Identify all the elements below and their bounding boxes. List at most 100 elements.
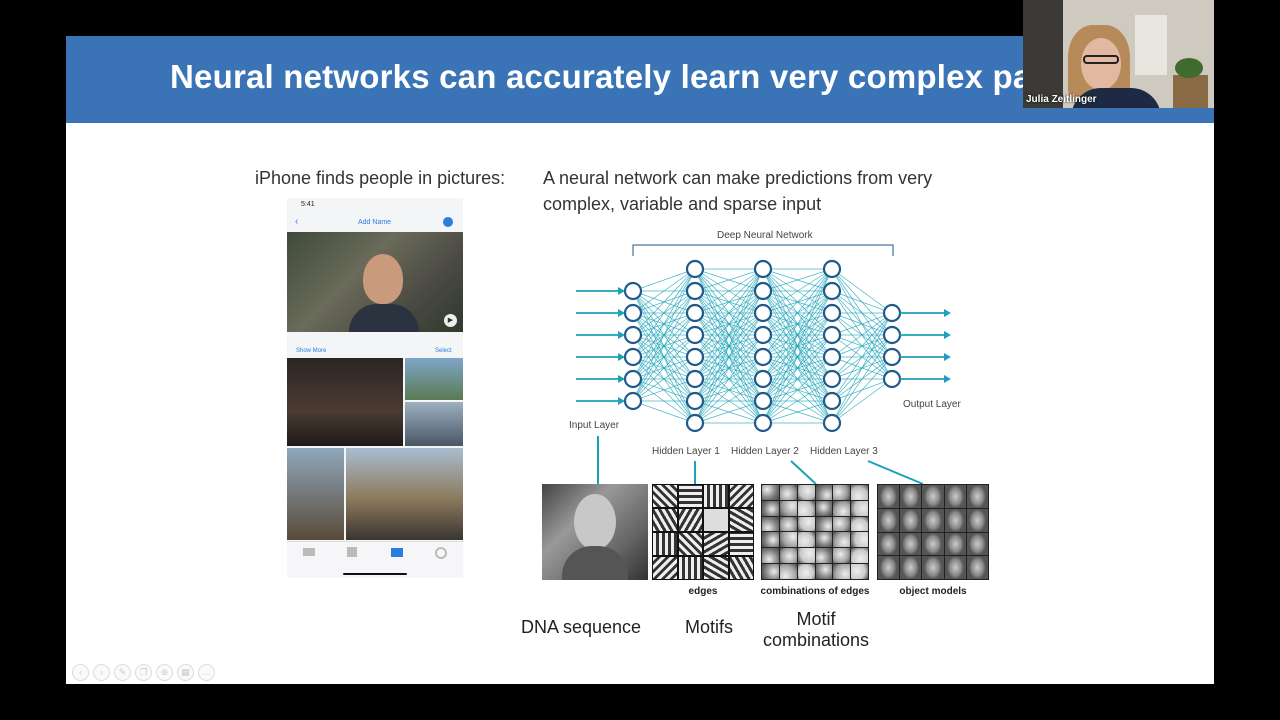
connection [762,268,833,292]
face-model-tile [900,508,922,532]
connection [831,312,893,336]
neuron-node [623,281,643,301]
combination-tile [833,500,851,516]
connection [831,356,893,424]
neuron-node [882,347,902,367]
combination-tile [815,516,833,532]
combination-tile [833,548,851,564]
iphone-screenshot: 5:41 ‹ Add Name ▶ Show More Select [287,198,463,578]
connection [694,312,764,424]
background-doorway [1023,0,1063,108]
edge-filter-tile [729,557,753,579]
grid-icon[interactable]: ▦ [177,664,194,681]
neuron-node [685,325,705,345]
hidden2-connector [790,460,817,485]
network-bracket [632,244,894,256]
motif-combinations-line1: Motif [796,609,836,629]
photo-small-2 [405,402,463,446]
motif-combinations-line2: combinations [762,630,870,650]
output-layer-label: Output Layer [903,399,961,410]
face-model-tile [944,556,966,579]
connection [694,268,764,336]
motifs-label: Motifs [684,617,733,637]
connection [632,268,696,336]
neuron-node [685,281,705,301]
connection [762,290,833,424]
pen-icon[interactable]: ✎ [114,664,131,681]
combination-tile [851,548,868,564]
combination-tile [833,532,851,548]
combination-tile [851,485,868,500]
connection [762,312,833,424]
input-arrowhead [618,397,625,405]
face-model-tile [900,532,922,556]
face-model-tile [922,485,944,508]
neuron-node [623,369,643,389]
connection [694,290,764,424]
connection [762,334,833,424]
connection [831,334,893,424]
output-arrowhead [944,353,951,361]
combination-tile [762,516,779,532]
connection [694,378,764,424]
forward-icon[interactable]: › [93,664,110,681]
face-model-tile [922,508,944,532]
edge-filter-tile [653,509,677,531]
connection [694,268,764,424]
output-arrowhead [944,331,951,339]
connection [762,400,833,424]
combination-tile [815,532,833,548]
more-icon[interactable]: … [198,664,215,681]
neuron-node [685,391,705,411]
featured-photo: ▶ [287,232,463,332]
neuron-node [623,347,643,367]
combination-tile [779,564,797,579]
combination-tile [762,485,779,500]
connection [694,268,764,292]
combination-tile [797,532,815,548]
photo-small-1 [405,358,463,400]
edge-filter-tile [653,557,677,579]
person-face [1081,38,1121,90]
connection [831,378,893,424]
combination-tile [762,500,779,516]
edge-filter-tile [678,509,702,531]
connection [762,268,833,314]
face-model-tile [966,508,988,532]
hidden3-connector [867,460,924,485]
dna-sequence-label: DNA sequence [520,617,642,637]
edge-filter-tile [704,509,728,531]
edge-filter-tile [678,533,702,555]
face-model-tile [966,485,988,508]
combination-tile [797,548,815,564]
zoom-icon[interactable]: ⊕ [156,664,173,681]
select-link: Select [435,348,452,354]
neuron-node [753,413,773,433]
face-model-tile [922,532,944,556]
neuron-node [623,391,643,411]
right-caption-line1: A neural network can make predictions fr… [543,168,933,188]
combination-tile [851,500,868,516]
combination-tile [797,564,815,579]
copy-icon[interactable]: ❐ [135,664,152,681]
slide: Neural networks can accurately learn ver… [66,36,1214,684]
motif-combinations-label: Motif combinations [746,609,886,651]
connection [831,312,893,358]
face-model-tile [900,485,922,508]
connection [632,268,696,380]
home-indicator [343,573,407,575]
back-icon[interactable]: ‹ [72,664,89,681]
connection [632,400,696,424]
combination-tile [797,500,815,516]
connection [694,356,764,424]
webcam-video[interactable]: Julia Zeitlinger [1023,0,1214,108]
connection [694,334,764,424]
connection [632,312,696,402]
edge-filter-tile [729,485,753,507]
neuron-node [882,303,902,323]
connection [632,334,696,402]
combinations-caption: combinations of edges [760,586,870,597]
neuron-node [822,303,842,323]
neuron-node [882,369,902,389]
neuron-node [882,325,902,345]
